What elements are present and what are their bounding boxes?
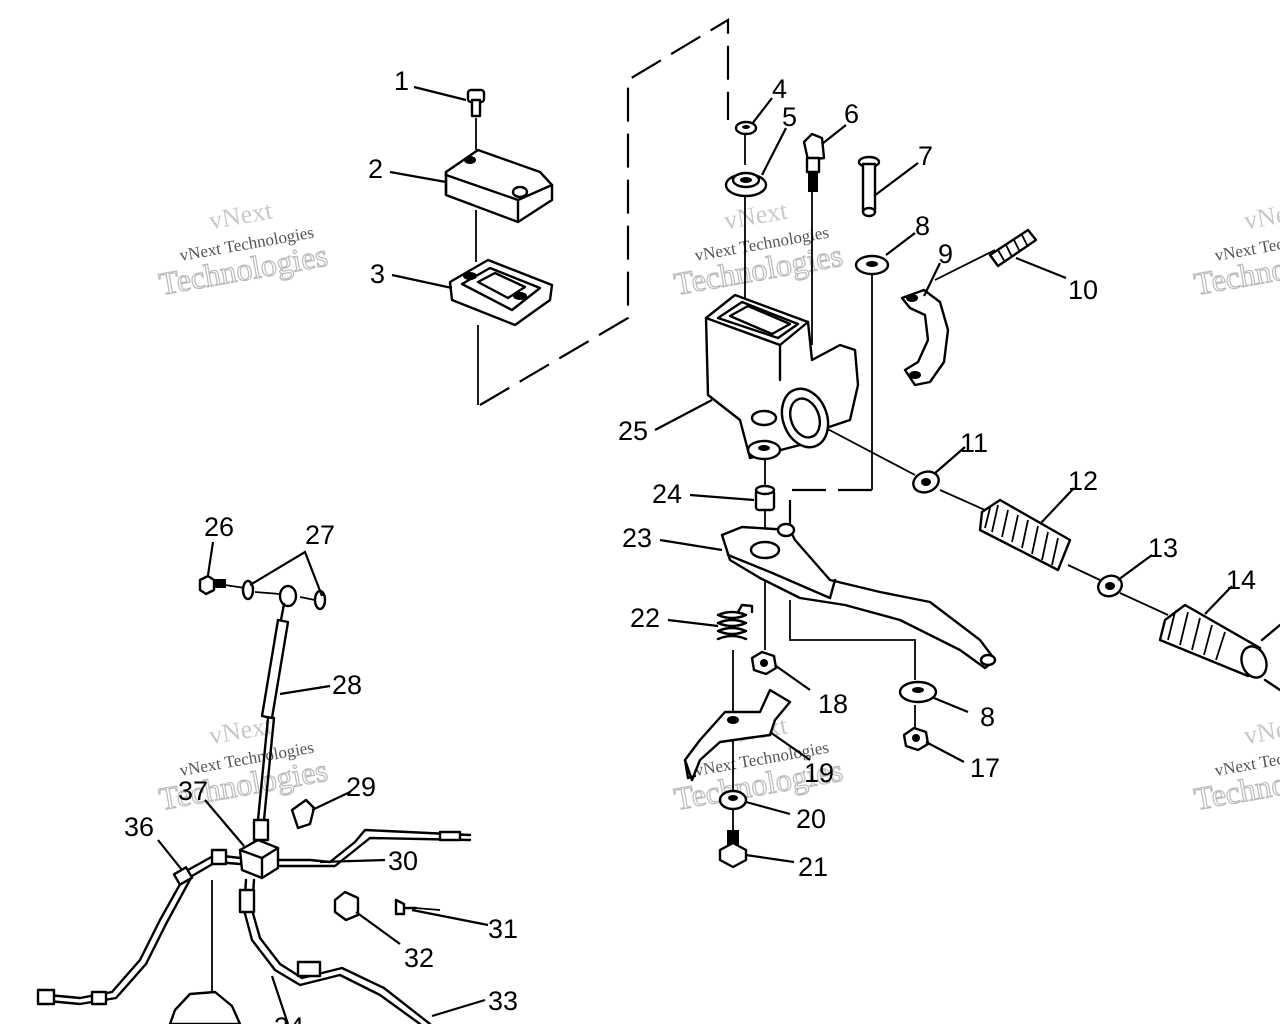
screw-part-10	[988, 228, 1038, 268]
callout-30: 30	[388, 846, 418, 876]
callout-34: 34	[274, 1012, 304, 1024]
watermark-2: vNext vNext Technologies Technologies	[671, 196, 846, 303]
boot-part-5	[724, 171, 768, 198]
bushing-part-24	[754, 484, 776, 512]
washer-part-20	[718, 789, 748, 811]
callout-24: 24	[652, 479, 682, 509]
hose-part-34	[238, 878, 432, 1024]
bolt-part-26	[198, 574, 226, 596]
washer-part-11	[912, 470, 940, 494]
screw-part-31	[394, 898, 418, 916]
callout-37: 37	[178, 776, 208, 806]
watermark-group: vNext vNext Technologies Technologies vN…	[156, 196, 1280, 818]
washer-part-8-upper	[854, 254, 890, 276]
callout-21: 21	[798, 852, 828, 882]
callout-12: 12	[1068, 466, 1098, 496]
callout-1: 1	[394, 66, 409, 96]
screw-part-1	[466, 88, 486, 118]
callout-23: 23	[622, 523, 652, 553]
diaphragm-part-3	[448, 258, 554, 327]
pin-part-7	[857, 155, 881, 218]
callout-18: 18	[818, 689, 848, 719]
fitting-part-29	[290, 798, 316, 830]
callout-17: 17	[970, 753, 1000, 783]
watermark-4: vNext vNext Technologies Technologies	[156, 711, 331, 818]
callout-10: 10	[1068, 275, 1098, 305]
callout-9: 9	[938, 239, 953, 269]
washer-part-8-lower	[898, 680, 938, 704]
junction-block-part-37	[238, 838, 280, 880]
leader-lines	[157, 85, 1233, 1024]
reservoir-cap-part-2	[444, 148, 554, 224]
callout-19: 19	[804, 758, 834, 788]
callout-3: 3	[370, 259, 385, 289]
bolt-part-21	[718, 830, 748, 869]
watermark-6: vNext vNext Technologies Technologies	[1191, 711, 1280, 818]
callout-14: 14	[1226, 565, 1256, 595]
lever-part-23	[720, 522, 997, 670]
clamp-part-9	[900, 288, 950, 387]
callout-27: 27	[305, 520, 335, 550]
callout-25: 25	[618, 416, 648, 446]
spring-part-12	[978, 498, 1072, 572]
callout-2: 2	[368, 154, 383, 184]
callout-36: 36	[124, 812, 154, 842]
callout-6: 6	[844, 99, 859, 129]
svg-text:vNext: vNext	[1242, 196, 1280, 236]
svg-text:vNext: vNext	[1242, 711, 1280, 751]
callout-33: 33	[488, 986, 518, 1016]
watermark-1: vNext vNext Technologies Technologies	[156, 196, 331, 303]
callout-32: 32	[404, 943, 434, 973]
svg-text:vNext: vNext	[722, 196, 790, 236]
bracket-part-19	[683, 688, 792, 782]
nut-part-18	[750, 650, 778, 676]
callout-labels: 1 2 3 4 5 6 7 8 8 9 10 11 12 13 14 17 18…	[124, 66, 1256, 1024]
washer-part-4	[734, 120, 758, 136]
callout-8-upper: 8	[915, 211, 930, 241]
spring-part-22	[716, 603, 754, 641]
callout-28: 28	[332, 670, 362, 700]
nut-part-17	[902, 726, 930, 752]
svg-text:vNext: vNext	[207, 196, 275, 236]
callout-20: 20	[796, 804, 826, 834]
bolt-part-6	[802, 132, 826, 192]
callout-11: 11	[960, 428, 988, 458]
callout-13: 13	[1148, 533, 1178, 563]
clip-part-32	[333, 890, 360, 922]
callout-4: 4	[772, 74, 787, 104]
callout-8-lower: 8	[980, 702, 995, 732]
master-cylinder-part-25	[704, 293, 860, 461]
callout-29: 29	[346, 772, 376, 802]
assembly-lines	[211, 18, 1169, 1024]
washer-part-13	[1097, 574, 1123, 598]
caliper-part-35-partial	[168, 990, 242, 1024]
callout-5: 5	[782, 102, 797, 132]
callout-7: 7	[918, 141, 933, 171]
hose-part-36	[36, 848, 242, 1006]
callout-22: 22	[630, 603, 660, 633]
callout-26: 26	[204, 512, 234, 542]
watermark-3: vNext vNext Technologies Technologies	[1191, 196, 1280, 303]
line-part-30	[276, 828, 472, 868]
grip-part-14	[1158, 603, 1280, 692]
callout-31: 31	[488, 914, 518, 944]
